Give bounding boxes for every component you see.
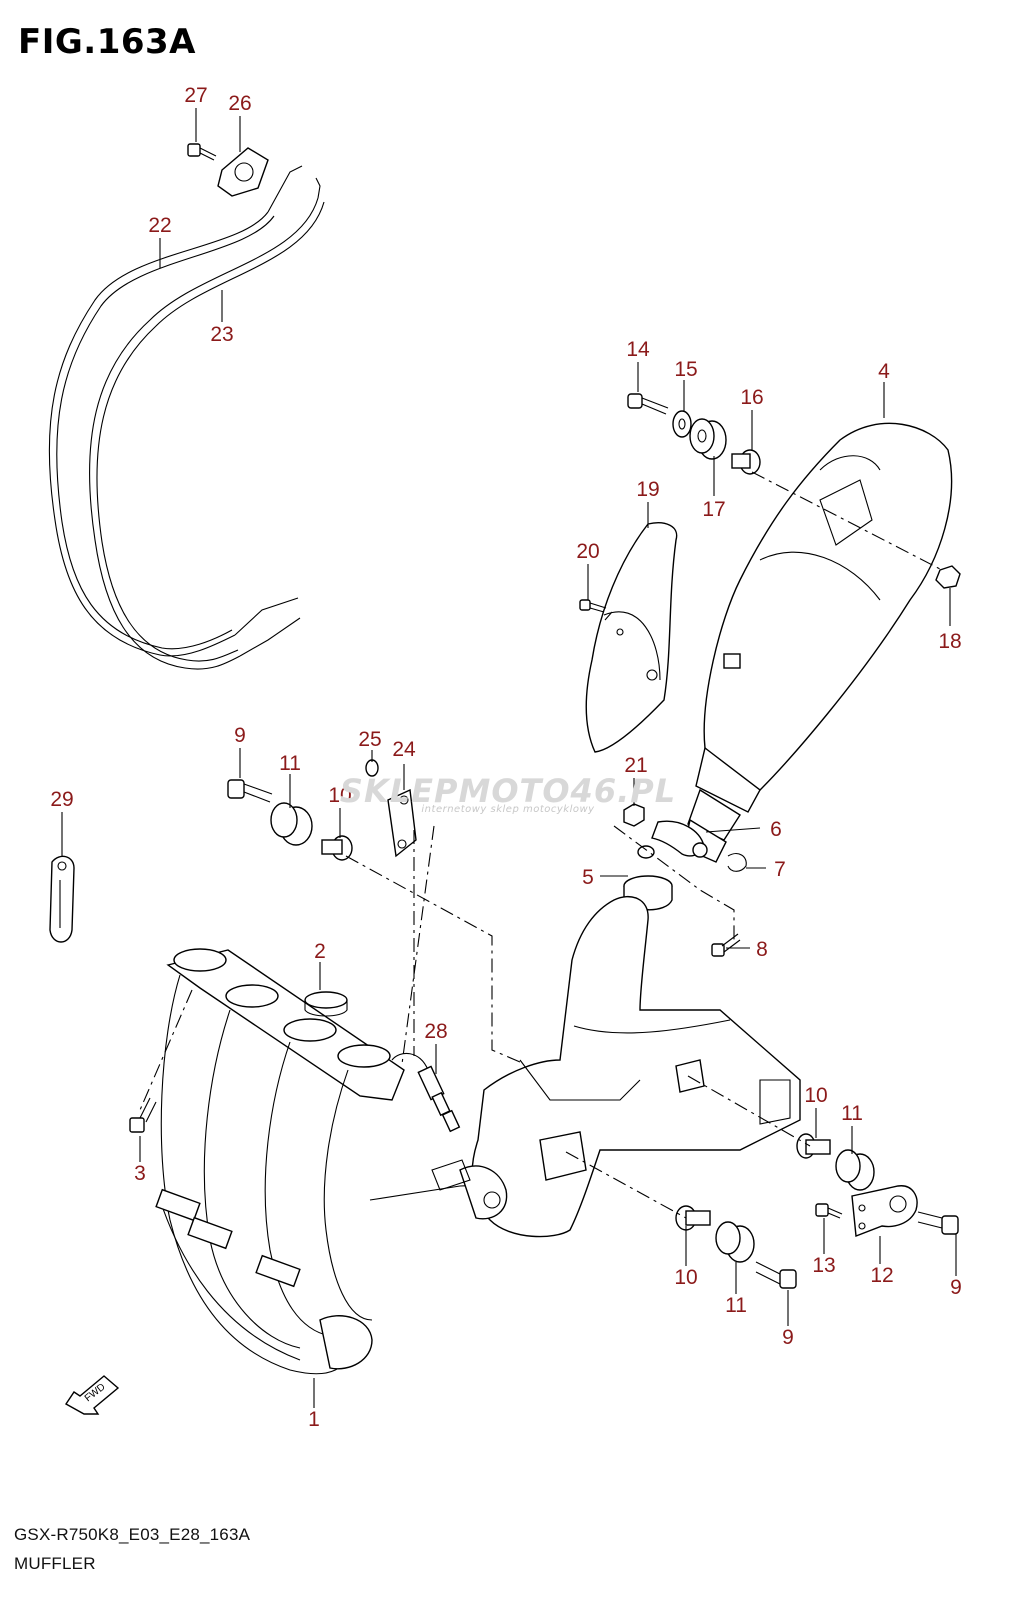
leader-lines — [61, 108, 957, 1408]
cushion-11-right[interactable] — [835, 1149, 875, 1191]
collar-10-lower[interactable] — [675, 1205, 711, 1231]
callout-9-upper[interactable]: 9 — [234, 724, 246, 747]
spring-7[interactable] — [727, 853, 747, 872]
callout-10-upper[interactable]: 10 — [328, 784, 351, 807]
callout-23[interactable]: 23 — [210, 323, 233, 346]
callout-10-right[interactable]: 10 — [804, 1084, 827, 1107]
nut-18[interactable] — [935, 565, 961, 589]
callout-17[interactable]: 17 — [702, 498, 725, 521]
callout-22[interactable]: 22 — [148, 214, 171, 237]
callout-3[interactable]: 3 — [134, 1162, 146, 1185]
callout-11-upper[interactable]: 11 — [279, 752, 301, 775]
callout-24[interactable]: 24 — [392, 738, 416, 761]
cushion-11-upper[interactable] — [270, 802, 313, 846]
clamp-6[interactable] — [651, 820, 708, 858]
callout-13[interactable]: 13 — [812, 1254, 835, 1277]
callout-2[interactable]: 2 — [314, 940, 326, 963]
washer-15[interactable] — [672, 410, 692, 438]
callout-4[interactable]: 4 — [878, 360, 890, 383]
bolt-14[interactable] — [627, 393, 669, 415]
bolt-9-right[interactable] — [917, 1211, 959, 1235]
bolt-3[interactable] — [129, 1097, 157, 1133]
callout-25[interactable]: 25 — [358, 728, 381, 751]
fwd-arrow-icon: FWD — [64, 1375, 120, 1415]
callout-10-lower[interactable]: 10 — [674, 1266, 697, 1289]
gasket-2[interactable] — [304, 991, 348, 1017]
callout-11-right[interactable]: 11 — [841, 1102, 863, 1125]
callout-6[interactable]: 6 — [770, 818, 782, 841]
watermark-tagline: internetowy sklep motocyklowy — [421, 804, 595, 815]
collar-16[interactable] — [731, 449, 761, 475]
callout-9-right[interactable]: 9 — [950, 1276, 962, 1299]
watermark: SKLEPMOTO46.PL internetowy sklep motocyk… — [318, 772, 698, 815]
callout-15[interactable]: 15 — [674, 358, 697, 381]
bolt-9-lower[interactable] — [755, 1261, 797, 1289]
callout-7[interactable]: 7 — [774, 858, 786, 881]
callout-12[interactable]: 12 — [870, 1264, 893, 1287]
bracket-24[interactable] — [387, 788, 417, 858]
callout-1[interactable]: 1 — [308, 1408, 320, 1431]
callout-26[interactable]: 26 — [228, 92, 251, 115]
callout-19[interactable]: 19 — [636, 478, 659, 501]
screw-20[interactable] — [579, 599, 607, 613]
callout-18[interactable]: 18 — [938, 630, 961, 653]
callouts: 27 26 22 23 14 15 16 4 17 19 20 18 9 11 … — [50, 84, 962, 1431]
figure-title: FIG.163A — [18, 22, 196, 62]
muffler-4[interactable] — [683, 422, 953, 863]
callout-20[interactable]: 20 — [576, 540, 599, 563]
exhaust-pipe-1[interactable] — [155, 948, 498, 1375]
collar-10-right[interactable] — [796, 1133, 831, 1159]
bolt-13[interactable] — [815, 1203, 843, 1219]
section-name: MUFFLER — [14, 1554, 96, 1573]
pulley-cover-26[interactable] — [217, 147, 269, 197]
callout-29[interactable]: 29 — [50, 788, 73, 811]
exhaust-valve-cable-22[interactable] — [48, 165, 303, 657]
exhaust-chamber[interactable] — [431, 895, 801, 1238]
exhaust-valve-cable-23[interactable] — [88, 177, 325, 670]
callout-21[interactable]: 21 — [624, 754, 647, 777]
assembly-lines — [139, 471, 943, 1219]
callout-14[interactable]: 14 — [626, 338, 650, 361]
callout-5[interactable]: 5 — [582, 866, 594, 889]
oxygen-sensor-28[interactable] — [391, 1052, 461, 1133]
collar-10-upper[interactable] — [321, 835, 353, 861]
bolt-8[interactable] — [711, 933, 741, 957]
callout-16[interactable]: 16 — [740, 386, 763, 409]
callout-8[interactable]: 8 — [756, 938, 768, 961]
watermark-brand: SKLEPMOTO46.PL — [339, 772, 677, 810]
bolt-27[interactable] — [187, 143, 217, 161]
model-code: GSX-R750K8_E03_E28_163A — [14, 1525, 251, 1544]
seal-ring[interactable] — [637, 845, 655, 859]
callout-11-lower[interactable]: 11 — [725, 1294, 747, 1317]
callout-27[interactable]: 27 — [184, 84, 207, 107]
heat-shield-19[interactable] — [585, 522, 678, 753]
bracket-12[interactable] — [851, 1185, 918, 1237]
bolt-9-upper[interactable] — [227, 779, 273, 803]
cushion-17[interactable] — [689, 418, 727, 460]
cable-guide-29[interactable] — [49, 855, 75, 943]
cushion-11-lower[interactable] — [715, 1221, 755, 1263]
callout-28[interactable]: 28 — [424, 1020, 447, 1043]
callout-9-lower[interactable]: 9 — [782, 1326, 794, 1349]
